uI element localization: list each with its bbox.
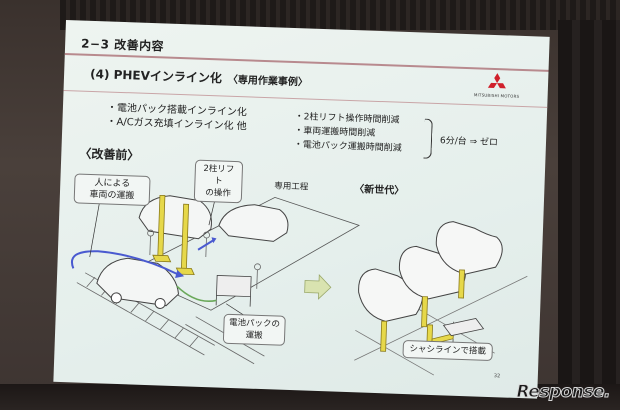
- callout-line: 電池パックの: [228, 317, 281, 330]
- process-illustration: [71, 185, 528, 376]
- callout-line: の操作: [205, 187, 231, 199]
- workers: [147, 229, 261, 289]
- three-diamonds-icon: [487, 73, 506, 89]
- callout-line: 車両の運搬: [89, 189, 135, 202]
- car-dedicated-process: [218, 204, 289, 242]
- page-number: 32: [493, 373, 501, 380]
- callout-chassis-line: シャシラインで搭載: [402, 339, 493, 362]
- callout-battery-transport: 電池パックの 運搬: [222, 313, 286, 346]
- two-post-lift: [152, 194, 195, 276]
- callout-lift-operation: 2柱リフト の操作: [193, 159, 244, 204]
- battery-cart: [215, 275, 252, 307]
- projected-slide: 2−3 改善内容 MITSUBISHI MOTORS (4) PHEVインライン…: [53, 20, 550, 399]
- response-watermark: Response.: [516, 382, 611, 403]
- mitsubishi-logo: MITSUBISHI MOTORS: [470, 72, 525, 99]
- car-on-conveyor: [96, 257, 180, 309]
- callout-manual-transport: 人による 車両の運搬: [73, 173, 151, 207]
- callout-line: シャシラインで搭載: [409, 344, 487, 357]
- vehicle-transport-arrow: [71, 250, 178, 275]
- callout-line: 2柱リフト: [203, 163, 235, 187]
- battery-transport-arrow: [176, 285, 217, 302]
- battery-pack-carrier: [442, 318, 485, 337]
- transition-arrow-icon: [304, 274, 332, 300]
- curtain-right: [558, 20, 620, 390]
- callout-line: 運搬: [245, 330, 263, 342]
- chassis-bodies: [358, 221, 503, 322]
